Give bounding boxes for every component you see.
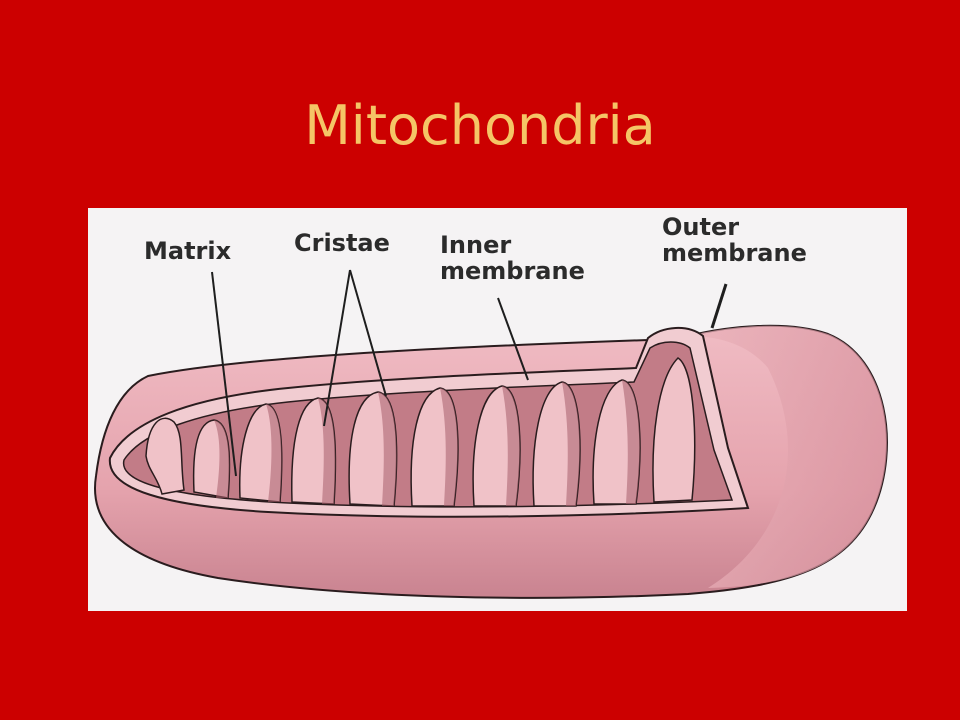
label-outer-membrane: Outer membrane — [662, 213, 807, 267]
slide-title: Mitochondria — [304, 94, 656, 157]
matrix-leader — [211, 271, 237, 477]
label-inner-membrane: Inner membrane — [440, 231, 585, 285]
cristae-leader-2 — [349, 269, 387, 397]
cristae-shadows — [214, 380, 640, 506]
crista-10 — [652, 357, 696, 503]
mitochondrion-diagram: Matrix Cristae Inner membrane Outer memb… — [88, 208, 907, 611]
crista-1 — [145, 417, 185, 495]
mitochondrion-illustration — [94, 269, 888, 599]
cristae-leader-1 — [323, 269, 351, 427]
label-matrix: Matrix — [144, 237, 232, 265]
label-cristae: Cristae — [294, 229, 390, 257]
inner-membrane-leader — [497, 297, 529, 381]
outer-membrane-leader — [710, 283, 728, 329]
leader-lines — [211, 269, 728, 477]
outer-cap — [688, 325, 887, 588]
